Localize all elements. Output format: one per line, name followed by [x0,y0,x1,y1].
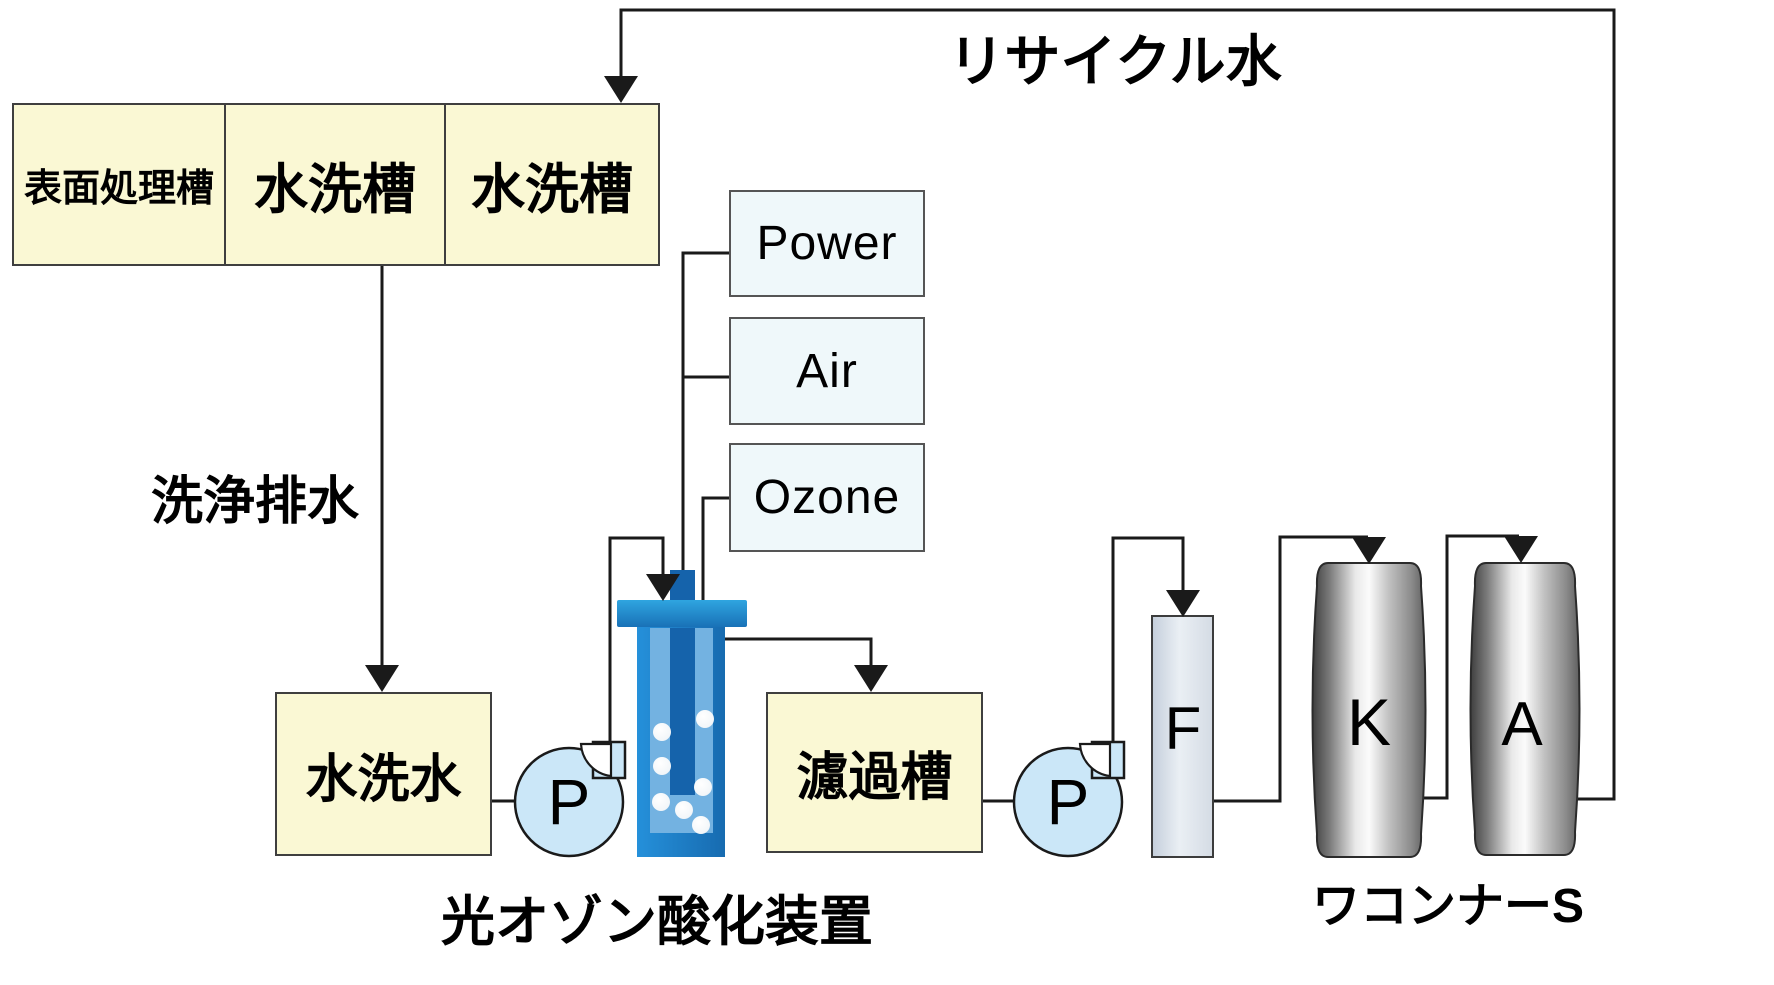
pump-1-volute-notch [579,742,613,778]
tank-rinse-1: 水洗槽 [226,103,446,266]
utility-air-label: Air [796,344,858,398]
pipe-recycle-water [619,8,1616,801]
pipe-pump1-to-reactor [608,536,665,746]
recycle-water-label: リサイクル水 [948,29,1282,93]
filtration-box-label: 濾過槽 [796,749,953,807]
arrow-into-column-a [1504,536,1538,563]
column-a [1469,562,1581,856]
column-k [1311,562,1427,858]
arrow-into-rinse-water [365,665,399,692]
arrow-into-filter-column [1166,590,1200,617]
columns-caption: ワコンナーS [1311,880,1585,933]
reactor-lamp-tube [670,628,695,795]
tank-rinse-2-label: 水洗槽 [471,160,633,220]
pipe-pump2-to-filter-column [1111,536,1185,746]
filtration-box: 濾過槽 [766,692,983,853]
utility-air-box: Air [729,317,925,425]
pump-2 [1012,740,1126,858]
utility-ozone-box: Ozone [729,443,925,552]
column-k-letter: K [1346,685,1392,759]
pipe-reactor-to-filtration [722,637,873,668]
pump-2-volute-notch [1078,742,1112,778]
utility-ozone-label: Ozone [753,471,901,524]
arrow-into-filtration [854,665,888,692]
wash-drain-label: 洗浄排水 [150,472,359,531]
utility-power-label: Power [756,217,898,270]
arrow-into-reactor [646,574,680,601]
filter-column-letter: F [1164,694,1202,762]
column-a-letter: A [1501,689,1543,759]
pump-1 [513,740,627,858]
pipe-ozone-feed [701,496,729,612]
tank-rinse-1-label: 水洗槽 [254,160,416,220]
filter-column-f [1151,615,1214,858]
rinse-water-box: 水洗水 [275,692,492,856]
pipe-power-feed [681,251,729,572]
tank-rinse-2: 水洗槽 [446,103,660,266]
rinse-water-box-label: 水洗水 [305,750,462,809]
arrow-into-column-k [1352,537,1386,564]
utility-power-box: Power [729,190,925,297]
pipe-k-to-a [1424,534,1519,800]
flow-arrowheads [365,76,1538,692]
reactor-cap [617,600,747,627]
pump-2-letter: P [1046,766,1090,838]
tank-surface-treatment-label: 表面処理槽 [23,168,214,210]
arrow-into-rinse-tank [604,76,638,103]
reactor-bubbles [652,710,714,834]
reactor-caption: 光オゾン酸化装置 [441,891,873,952]
pump-1-letter: P [547,766,591,838]
pipe-filter-column-to-k [1213,535,1368,803]
tank-surface-treatment: 表面処理槽 [12,103,226,266]
ozone-reactor [617,570,747,857]
